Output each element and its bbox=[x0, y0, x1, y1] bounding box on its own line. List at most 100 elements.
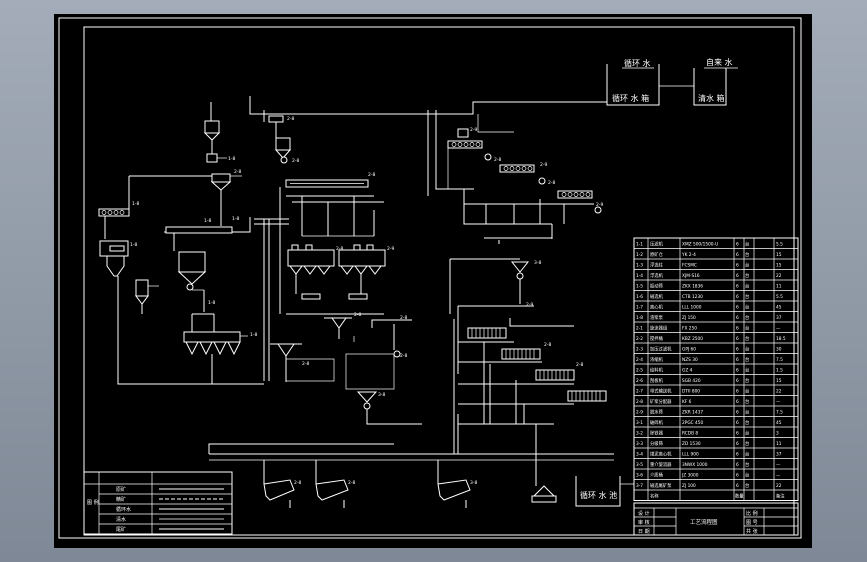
table-cell-name: 原矿仓 bbox=[650, 251, 664, 258]
table-cell-no: 2-8 bbox=[636, 399, 643, 405]
cad-viewport[interactable]: 循环 水 循环 水 箱 自来 水 清水 箱 1-8 2-8 bbox=[54, 14, 812, 548]
table-cell-note: — bbox=[776, 400, 781, 405]
svg-text:3-8: 3-8 bbox=[378, 392, 385, 398]
svg-text:3-8: 3-8 bbox=[470, 480, 477, 486]
table-cell-no: 2-5 bbox=[636, 368, 643, 374]
tb-label-3: 日 期 bbox=[638, 529, 650, 535]
svg-text:2-8: 2-8 bbox=[354, 312, 361, 318]
table-cell-name: 刮板机 bbox=[650, 377, 664, 384]
table-cell-qty: 6 bbox=[736, 399, 739, 405]
table-cell-model: FCSMC bbox=[682, 263, 697, 269]
sheet-outer-border bbox=[58, 17, 802, 539]
svg-text:2-9: 2-9 bbox=[526, 302, 533, 308]
table-cell-name: 磁选尾矿泵 bbox=[650, 482, 672, 489]
table-cell-no: 2-7 bbox=[636, 389, 643, 395]
svg-text:2-8: 2-8 bbox=[368, 172, 375, 178]
tb-cell-2: 图 号 bbox=[746, 520, 758, 526]
table-cell-qty: 6 bbox=[736, 357, 739, 363]
table-cell-note: 5.5 bbox=[776, 242, 783, 248]
table-cell-unit: 台 bbox=[745, 482, 749, 489]
table-cell-model: LLL 1000 bbox=[682, 305, 702, 311]
table-cell-qty: 6 bbox=[736, 263, 739, 269]
svg-text:1-8: 1-8 bbox=[130, 242, 137, 248]
table-cell-note: 15 bbox=[776, 378, 782, 384]
table-cell-no: 2-6 bbox=[636, 378, 643, 384]
svg-text:2-8: 2-8 bbox=[544, 342, 551, 348]
table-cell-no: 1-2 bbox=[636, 252, 643, 258]
table-cell-note: 18.5 bbox=[776, 336, 786, 342]
table-cell-model: CTB 1230 bbox=[682, 294, 703, 300]
svg-text:1-8: 1-8 bbox=[208, 300, 215, 306]
table-cell-unit: 台 bbox=[745, 241, 749, 248]
svg-text:2-8: 2-8 bbox=[336, 246, 343, 252]
table-cell-qty: 6 bbox=[736, 284, 739, 290]
table-cell-qty: 6 bbox=[736, 483, 739, 489]
table-footer-name: 名称 bbox=[650, 493, 659, 500]
table-cell-qty: 6 bbox=[736, 242, 739, 248]
table-cell-model: GPJ 60 bbox=[682, 347, 696, 353]
table-cell-qty: 6 bbox=[736, 305, 739, 311]
table-cell-unit: 台 bbox=[745, 272, 749, 279]
table-cell-unit: 台 bbox=[745, 377, 749, 384]
legend-row-4: 清水 bbox=[116, 516, 126, 523]
table-footer-sheet_label: 数量 bbox=[735, 493, 744, 500]
table-cell-unit: 台 bbox=[745, 451, 749, 458]
table-cell-unit: 台 bbox=[745, 430, 749, 437]
table-cell-model: GZ 4 bbox=[682, 368, 693, 374]
tap-water-label: 自来 水 bbox=[706, 57, 733, 67]
table-cell-qty: 6 bbox=[736, 315, 739, 321]
tb-cell-3: 共 张 bbox=[746, 528, 758, 535]
table-cell-note: — bbox=[776, 327, 781, 332]
circ-pool-label: 循环 水 池 bbox=[580, 490, 617, 500]
tb-cell-1: 比 例 bbox=[746, 510, 758, 517]
drawing-title: 工艺流程图 bbox=[690, 518, 718, 526]
table-cell-name: 破碎机 bbox=[650, 419, 664, 426]
svg-text:2-8: 2-8 bbox=[400, 353, 407, 359]
svg-text:2-8: 2-8 bbox=[294, 480, 301, 486]
table-cell-note: 15 bbox=[776, 263, 782, 269]
table-cell-unit: 台 bbox=[745, 283, 749, 290]
legend-block: 图 例 原矿 精矿 循环水 清水 尾矿 bbox=[83, 471, 233, 535]
table-cell-unit: 台 bbox=[745, 304, 749, 311]
table-cell-qty: 6 bbox=[736, 336, 739, 342]
table-cell-unit: 台 bbox=[745, 398, 749, 405]
clear-water-tank: 自来 水 清水 箱 bbox=[659, 57, 738, 106]
table-cell-note: 37 bbox=[776, 315, 782, 321]
table-cell-qty: 6 bbox=[736, 273, 739, 279]
table-cell-qty: 6 bbox=[736, 347, 739, 353]
table-cell-model: 2PGC 450 bbox=[682, 420, 703, 426]
svg-text:2-8: 2-8 bbox=[576, 362, 583, 368]
table-cell-note: 5.5 bbox=[776, 294, 783, 300]
table-cell-model: LLL 900 bbox=[682, 452, 699, 458]
table-cell-qty: 6 bbox=[736, 326, 739, 332]
svg-text:1-8: 1-8 bbox=[204, 218, 211, 224]
svg-text:2-8: 2-8 bbox=[234, 169, 241, 175]
table-cell-name: 给料机 bbox=[650, 367, 664, 374]
table-cell-no: 1-5 bbox=[636, 284, 643, 290]
table-cell-model: JZ 3000 bbox=[681, 473, 699, 479]
clear-tank-label: 清水 箱 bbox=[698, 93, 725, 103]
bottom-pumps: 2-8 2-8 3-8 bbox=[263, 460, 557, 508]
tb-label-1: 设 计 bbox=[638, 510, 650, 517]
table-cell-unit: 台 bbox=[745, 325, 749, 332]
svg-text:2-8: 2-8 bbox=[400, 315, 407, 321]
table-cell-no: 2-9 bbox=[636, 410, 643, 416]
table-cell-name: 浮选柱 bbox=[650, 262, 664, 269]
table-cell-qty: 6 bbox=[736, 252, 739, 258]
circ-tank-label: 循环 水 箱 bbox=[612, 93, 649, 103]
table-cell-model: RCDB 8 bbox=[682, 431, 698, 437]
table-cell-no: 3-3 bbox=[636, 441, 643, 447]
table-cell-name: 压滤机 bbox=[650, 241, 664, 248]
table-cell-unit: 台 bbox=[745, 461, 749, 468]
table-cell-qty: 6 bbox=[736, 452, 739, 458]
table-cell-no: 3-6 bbox=[636, 473, 643, 479]
right-upper-section: 2-9 2-8 2-9 2-8 2-9 bbox=[427, 110, 603, 244]
table-cell-qty: 6 bbox=[736, 378, 739, 384]
conveyor-spirals-left bbox=[101, 210, 125, 215]
table-cell-qty: 6 bbox=[736, 420, 739, 426]
table-cell-model: KF 6 bbox=[682, 399, 692, 405]
right-middle-section: 3-8 2-9 2-8 bbox=[449, 258, 607, 486]
sheet-inner-border bbox=[83, 26, 795, 536]
table-cell-model: ZKR 1437 bbox=[682, 410, 703, 416]
table-cell-model: ZKX 1836 bbox=[682, 284, 703, 290]
